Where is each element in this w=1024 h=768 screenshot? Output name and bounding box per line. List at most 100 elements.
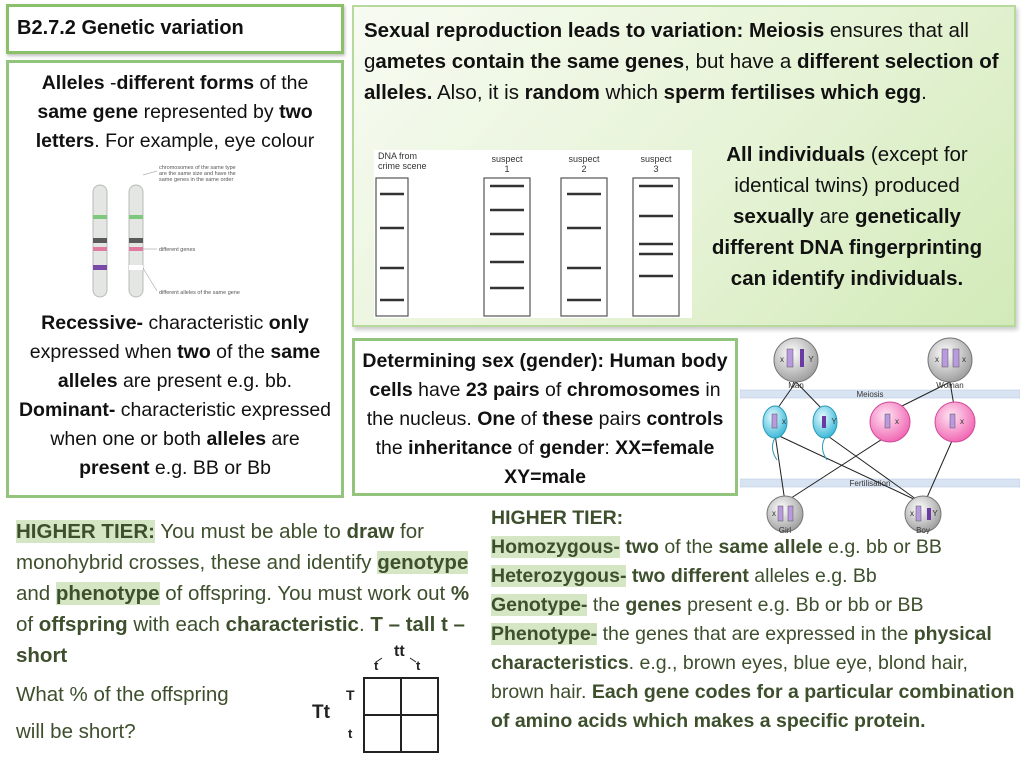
text: pairs: [593, 408, 647, 430]
x-chromosome: [941, 348, 949, 368]
text: phenotype: [55, 582, 160, 605]
chromosome-label: x: [782, 417, 786, 426]
text: present e.g. Bb or bb or BB: [681, 594, 924, 616]
higher-tier-crosses-text: HIGHER TIER: You must be able to draw fo…: [16, 516, 486, 671]
text: Recessive-: [41, 312, 144, 334]
chromosome-label: chromosomes of the same type: [159, 165, 236, 171]
text: genotype: [377, 551, 469, 574]
punnett-cell[interactable]: [400, 714, 439, 753]
text: the: [587, 594, 626, 616]
text: same alleles: [57, 341, 321, 392]
sex-determination-text: Determining sex (gender): Human body cel…: [361, 347, 729, 492]
text: the genes that are expressed in the: [597, 623, 914, 645]
dna-label: suspect: [491, 154, 523, 164]
man-label: Man: [788, 381, 804, 390]
text: Phenotype-: [491, 623, 598, 645]
text: gender: [539, 437, 605, 459]
text: have: [412, 379, 466, 401]
text: All individuals: [726, 143, 866, 166]
text: genetically different DNA fingerprinting…: [711, 205, 983, 290]
woman-cell: [927, 337, 973, 383]
gel-lane: [375, 177, 409, 317]
text: Each gene codes for a particular combina…: [491, 681, 1015, 732]
text: :: [604, 437, 616, 459]
text: XX=female XY=male: [504, 437, 715, 488]
homozygous-definition: Homozygous- two of the same allele e.g. …: [491, 533, 1021, 562]
text: ensures that all g: [364, 19, 969, 73]
higher-tier-definitions: HIGHER TIER: Homozygous- two of the same…: [491, 504, 1021, 736]
text: 23 pairs: [465, 379, 540, 401]
text: T – tall t – short: [16, 613, 465, 667]
meiosis-band: [740, 389, 1020, 399]
text: chromosomes: [566, 379, 700, 401]
chromosome-label: Y: [831, 417, 837, 426]
gel-lane: [560, 177, 608, 317]
text: sexually: [733, 205, 814, 228]
dna-label: suspect: [568, 154, 600, 164]
boy-label: Boy: [916, 526, 930, 534]
text: e.g. bb or BB: [822, 536, 942, 558]
heterozygous-definition: Heterozygous- two different alleles e.g.…: [491, 562, 1021, 591]
text: Homozygous-: [491, 536, 620, 558]
text: present: [79, 457, 150, 479]
dna-label: 3: [653, 164, 658, 174]
text: , but have a: [684, 50, 798, 73]
gel-lane: [483, 177, 531, 317]
dna-label: suspect: [640, 154, 672, 164]
individuals-text: All individuals (except for identical tw…: [692, 139, 1002, 294]
punnett-row-label: t: [348, 726, 353, 741]
page-title: B2.7.2 Genetic variation: [17, 17, 244, 39]
x-chromosome: [786, 348, 794, 368]
meiosis-label: Meiosis: [856, 390, 883, 399]
text: . For example, eye colour: [94, 130, 315, 152]
text: %: [450, 582, 470, 605]
text: and: [16, 582, 56, 605]
gene-band: [129, 247, 143, 251]
text: e.g. BB or Bb: [149, 457, 271, 479]
chromosome-label: x: [962, 355, 966, 364]
chromosome-label: x: [910, 509, 914, 518]
text: offspring: [38, 613, 128, 636]
punnett-cell[interactable]: [363, 677, 402, 716]
sexual-reproduction-panel: Sexual reproduction leads to variation: …: [352, 5, 1016, 327]
punnett-column-label: t: [416, 658, 421, 673]
allele-band: [93, 265, 107, 270]
punnett-cell[interactable]: [363, 714, 402, 753]
recessive-dominant-text: Recessive- characteristic only expressed…: [15, 309, 335, 483]
text: the: [375, 437, 409, 459]
text: two letters: [35, 101, 313, 152]
alleles-text: Alleles -different forms of the same gen…: [15, 69, 335, 156]
higher-tier-heading: HIGHER TIER:: [491, 507, 624, 529]
text: Heterozygous-: [491, 565, 627, 587]
girl-cell: [766, 495, 804, 533]
woman-label: Woman: [936, 381, 963, 390]
x-chromosome: [952, 348, 960, 368]
text: same gene: [37, 101, 139, 123]
text: random: [524, 81, 600, 104]
allele-band: [129, 265, 143, 270]
text: for monohybrid crosses, these and identi…: [16, 520, 424, 574]
text: of the: [254, 72, 309, 94]
text: of: [515, 408, 543, 430]
punnett-cell[interactable]: [400, 677, 439, 716]
y-chromosome: [800, 349, 804, 367]
chromosome-label: different genes: [159, 247, 196, 253]
chromosome-label: different alleles of the same gene: [159, 290, 240, 296]
gene-band: [93, 215, 107, 219]
gel-lane: [632, 177, 680, 317]
text: One: [477, 408, 516, 430]
text: expressed when: [29, 341, 178, 363]
punnett-parent-label: Tt: [312, 702, 331, 723]
chromosome-label: x: [772, 509, 776, 518]
girl-label: Girl: [779, 526, 792, 534]
text: with each: [127, 613, 226, 636]
dna-label: crime scene: [378, 161, 427, 171]
text: Determining sex (gender): Human body cel…: [362, 350, 728, 401]
text: of the: [658, 536, 719, 558]
text: Dominant-: [18, 399, 116, 421]
text: Genotype-: [491, 594, 588, 616]
punnett-square: tt t t Tt T t: [312, 643, 439, 753]
centromere: [129, 238, 143, 243]
text: of the: [210, 341, 271, 363]
text: controls: [646, 408, 724, 430]
